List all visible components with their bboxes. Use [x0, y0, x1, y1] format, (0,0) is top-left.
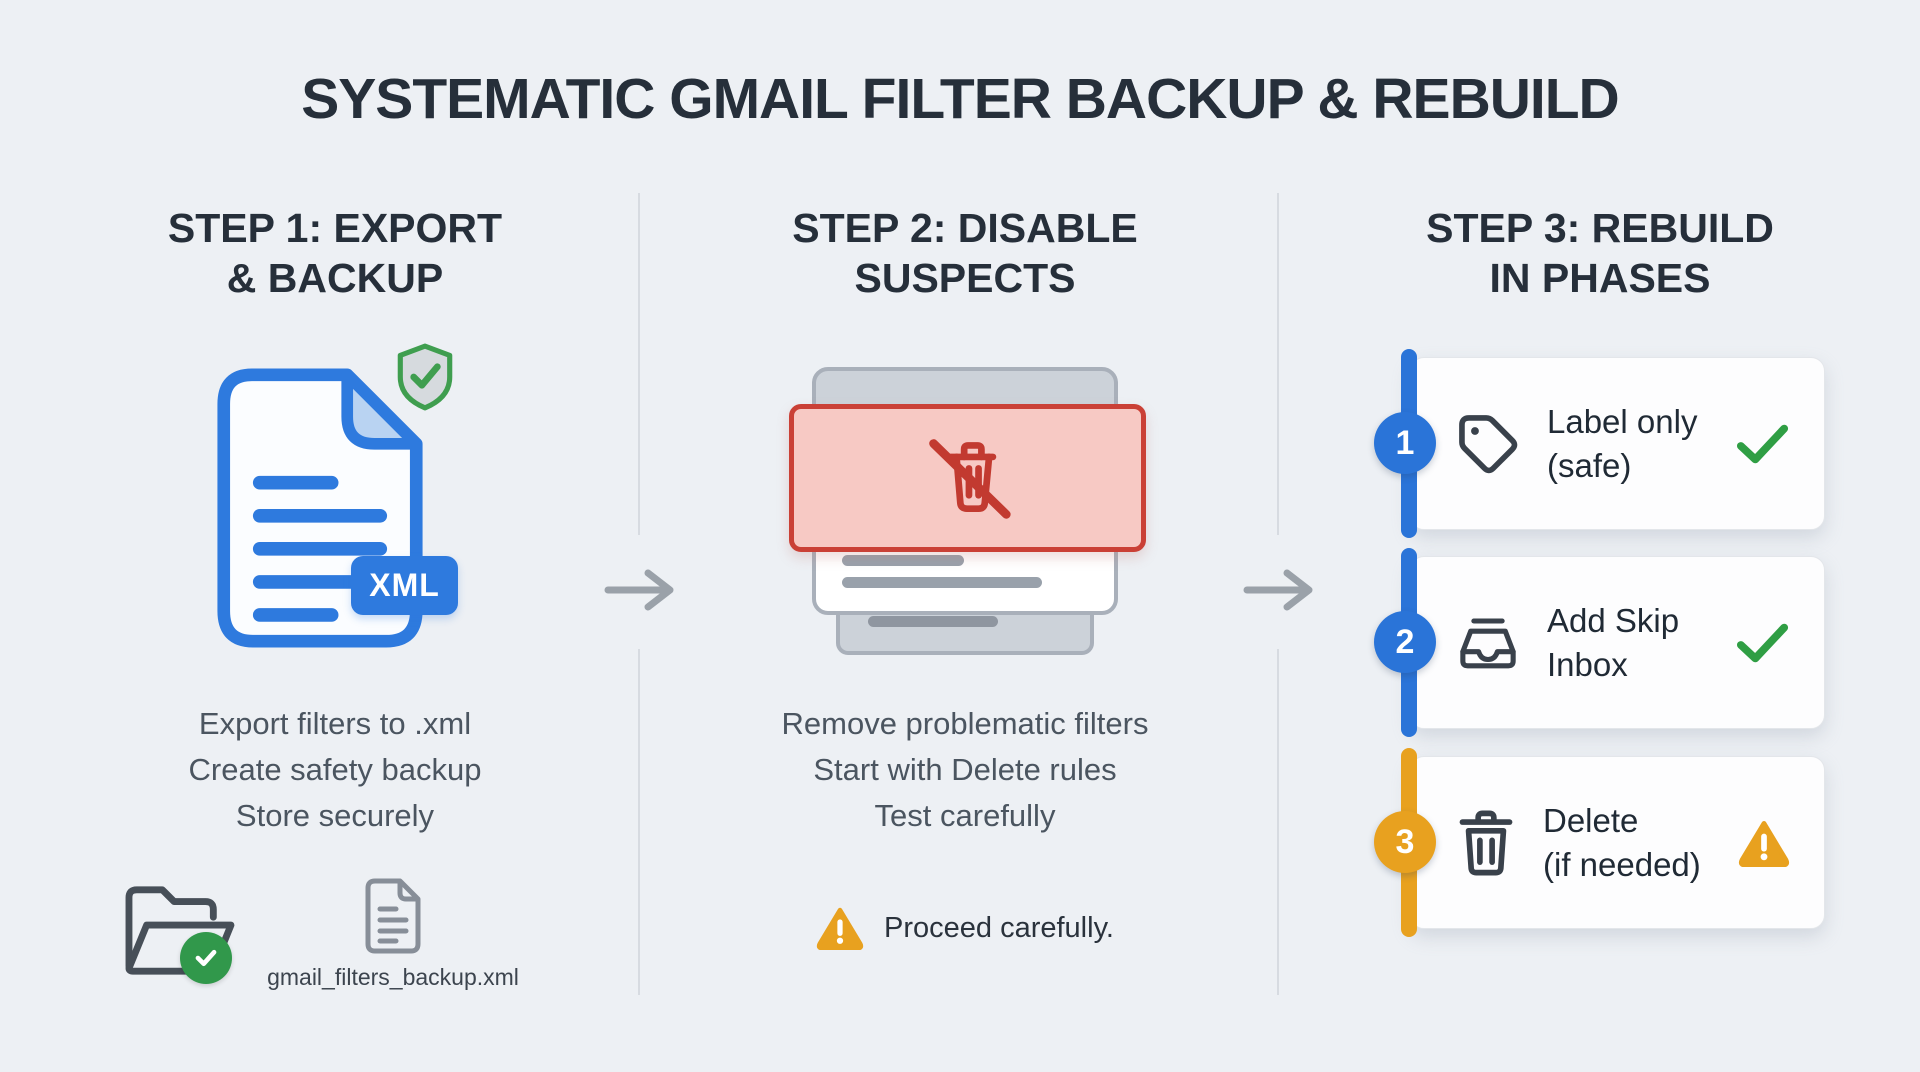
- tag-icon: [1459, 414, 1518, 473]
- step1-heading-line2: & BACKUP: [226, 255, 444, 301]
- disabled-filter-banner: [789, 404, 1146, 552]
- file-icon: [365, 878, 421, 954]
- phase-label-line1: Add Skip: [1547, 601, 1680, 639]
- phase-label: Add Skip Inbox: [1547, 599, 1679, 687]
- step1-caption: Export filters to .xml Create safety bac…: [95, 701, 575, 839]
- step1-heading: STEP 1: EXPORT & BACKUP: [95, 203, 575, 303]
- step2-caption: Remove problematic filters Start with De…: [730, 701, 1200, 839]
- text-line: [842, 577, 1042, 588]
- step2-caption-line: Start with Delete rules: [813, 752, 1117, 787]
- inbox-icon: [1460, 617, 1516, 668]
- check-icon: [1736, 424, 1789, 463]
- check-icon: [195, 949, 217, 967]
- arrow-right-icon: [604, 569, 674, 611]
- phase-label-line2: Inbox: [1547, 645, 1628, 683]
- warning-icon: [816, 907, 864, 950]
- no-delete-icon: [928, 439, 1011, 519]
- step2-heading: STEP 2: DISABLE SUSPECTS: [730, 203, 1200, 303]
- page-title: SYSTEMATIC GMAIL FILTER BACKUP & REBUILD: [301, 67, 1619, 131]
- phase-label: Label only (safe): [1547, 400, 1697, 488]
- xml-file-badge: XML: [351, 556, 458, 615]
- step2-heading-line2: SUSPECTS: [854, 255, 1076, 301]
- step1-caption-line: Create safety backup: [188, 752, 482, 787]
- step2-heading-line1: STEP 2: DISABLE: [792, 205, 1138, 251]
- phase-label-line1: Delete: [1543, 801, 1639, 839]
- phase-label-line2: (if needed): [1543, 845, 1701, 883]
- arrow-right-icon: [1243, 569, 1313, 611]
- step3-heading-line2: IN PHASES: [1489, 255, 1711, 301]
- phase-card-label-only: Label only (safe): [1410, 357, 1825, 530]
- step2-caption-line: Test carefully: [874, 798, 1056, 833]
- step3-heading: STEP 3: REBUILD IN PHASES: [1385, 203, 1815, 303]
- phase-number-badge: 1: [1374, 412, 1436, 474]
- trash-icon: [1459, 810, 1513, 875]
- phase-label-line1: Label only: [1547, 402, 1698, 440]
- warning-icon: [1738, 820, 1790, 867]
- phase-number-badge: 2: [1374, 611, 1436, 673]
- phase-number-badge: 3: [1374, 811, 1436, 873]
- shield-check-icon: [397, 343, 453, 411]
- divider-2-bottom: [1277, 649, 1279, 995]
- text-line: [842, 555, 964, 566]
- check-icon: [1736, 623, 1789, 662]
- phase-label: Delete (if needed): [1543, 799, 1701, 887]
- warning-note: Proceed carefully.: [884, 911, 1114, 944]
- divider-2-top: [1277, 193, 1279, 535]
- backup-file-label: gmail_filters_backup.xml: [267, 964, 519, 990]
- step3-heading-line1: STEP 3: REBUILD: [1426, 205, 1774, 251]
- step2-caption-line: Remove problematic filters: [781, 706, 1149, 741]
- step1-heading-line1: STEP 1: EXPORT: [167, 205, 503, 251]
- step2-warning: Proceed carefully.: [730, 906, 1200, 950]
- phase-card-skip-inbox: Add Skip Inbox: [1410, 556, 1825, 729]
- text-line: [868, 616, 998, 627]
- folder-check-badge: [180, 932, 232, 984]
- step1-caption-line: Export filters to .xml: [198, 706, 472, 741]
- step1-caption-line: Store securely: [235, 798, 435, 833]
- phase-label-line2: (safe): [1547, 446, 1632, 484]
- phase-card-delete: Delete (if needed): [1410, 756, 1825, 929]
- divider-1-bottom: [638, 649, 640, 995]
- divider-1-top: [638, 193, 640, 535]
